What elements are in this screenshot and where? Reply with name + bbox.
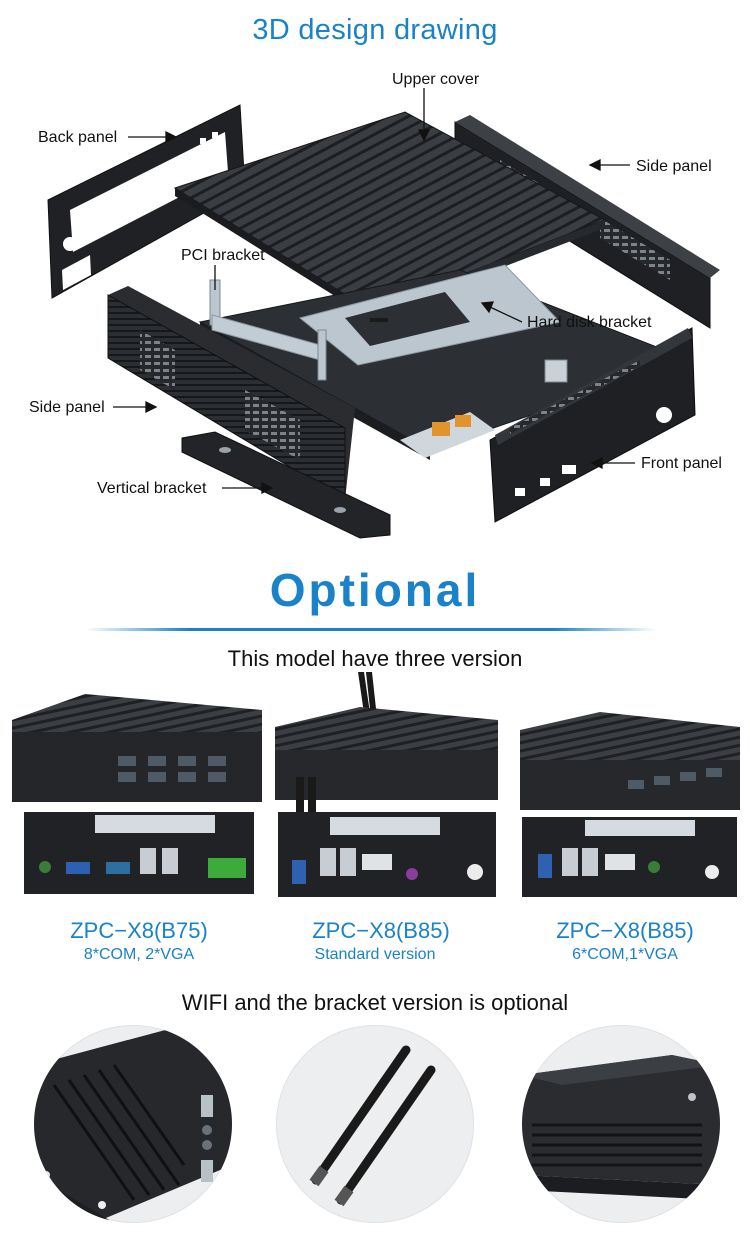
title-underline [86, 628, 656, 631]
product-photo-b75 [12, 694, 262, 894]
model-name-b85-6com: ZPC−X8(B85) [556, 918, 694, 943]
model-note-b85-6com: 6*COM,1*VGA [572, 946, 678, 963]
callout-side-panel-right: Side panel [636, 158, 712, 175]
product-photo-b85-6com [520, 712, 740, 897]
side-panel-left-part [107, 286, 355, 501]
detail-photo-fanless-chassis [522, 1025, 720, 1223]
hard-disk-bracket-part [298, 264, 561, 366]
callout-arrows [113, 88, 635, 495]
upper-cover-part [173, 111, 607, 318]
callout-hard-disk-bracket: Hard disk bracket [527, 314, 652, 331]
front-panel-part [489, 327, 696, 523]
callout-back-panel: Back panel [38, 129, 118, 146]
product-versions-photos [12, 672, 740, 897]
detail-photo-wifi-antennas [276, 1025, 474, 1223]
callout-upper-cover: Upper cover [392, 71, 480, 88]
callout-pci-bracket: PCI bracket [181, 247, 265, 264]
exploded-view-diagram [47, 88, 720, 539]
board-connectors [400, 359, 568, 458]
product-photo-b85-standard [275, 672, 498, 897]
detail-photo-bracket-ports [34, 1025, 232, 1223]
model-name-b85-standard: ZPC−X8(B85) [312, 918, 450, 943]
callout-front-panel: Front panel [641, 455, 722, 472]
vertical-bracket-part [181, 431, 391, 539]
section-title-optional: Optional [269, 564, 481, 616]
model-note-b85-standard: Standard version [314, 946, 436, 963]
section-title-3d: 3D design drawing [252, 14, 498, 46]
options-subtitle: WIFI and the bracket version is optional [181, 990, 569, 1015]
callout-vertical-bracket: Vertical bracket [97, 480, 207, 497]
versions-subtitle: This model have three version [227, 646, 523, 671]
callout-side-panel-left: Side panel [29, 399, 105, 416]
model-note-b75: 8*COM, 2*VGA [83, 946, 195, 963]
model-name-b75: ZPC−X8(B75) [70, 918, 208, 943]
